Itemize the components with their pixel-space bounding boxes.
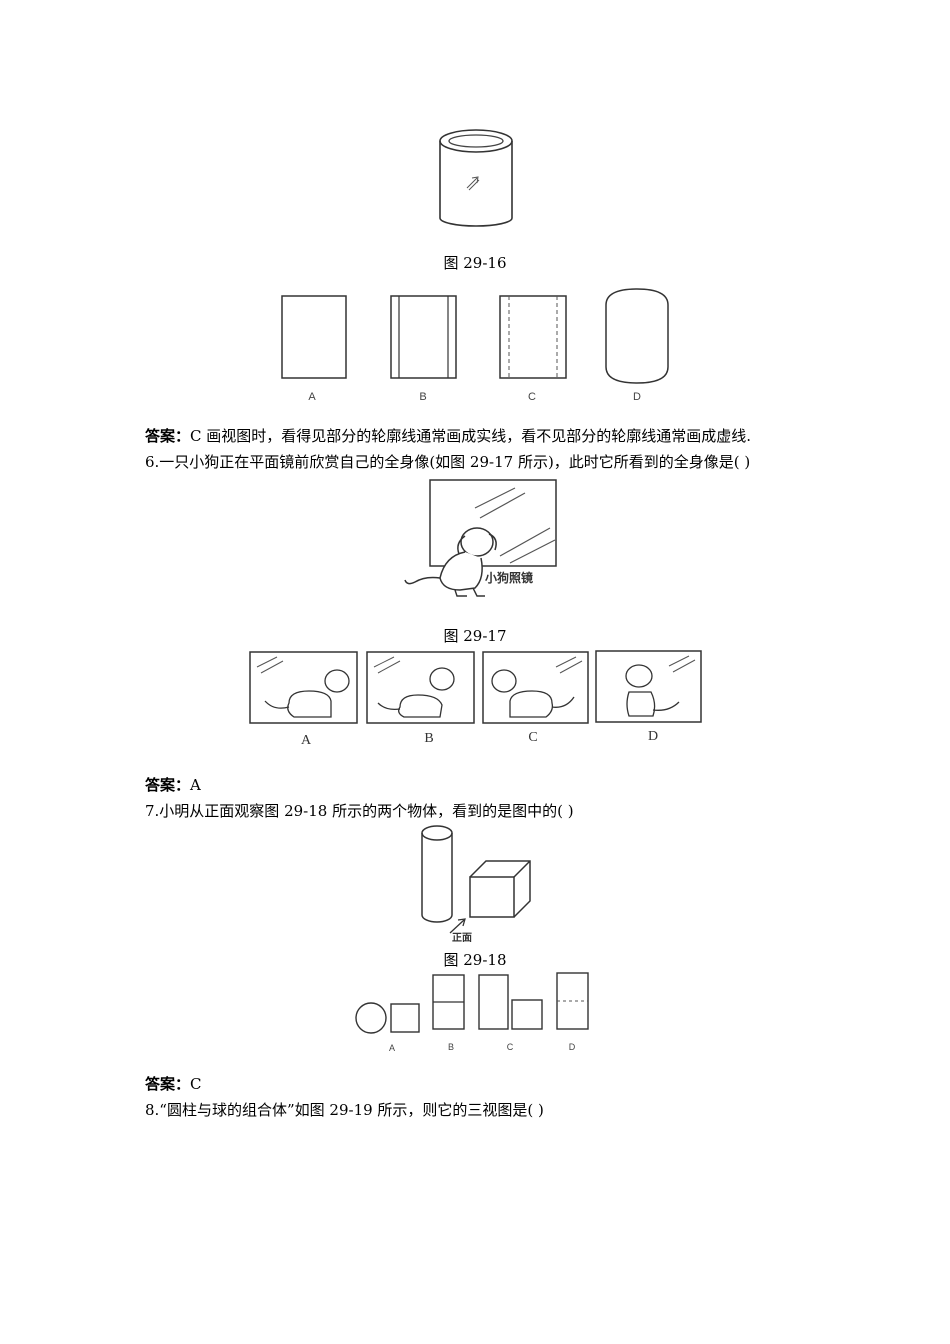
front-direction-label: 正面 [452, 933, 472, 944]
fig18-option-b-label: B [447, 1042, 454, 1052]
fig18-option-a-label: A [388, 1043, 395, 1053]
q5-answer: 答案：C 画视图时，看得见部分的轮廓线通常画成实线，看不见部分的轮廓线通常画成虚… [145, 425, 751, 446]
option-b-view [432, 974, 465, 1030]
fig18-option-c-label: C [506, 1042, 514, 1052]
option-d-dog-image [595, 650, 702, 723]
answer-label: 答案： [145, 776, 191, 794]
dog-mirror-inset-label: 小狗照镜 [485, 571, 534, 585]
answer-text: C [190, 1075, 202, 1093]
option-b-front-view [390, 295, 457, 379]
option-b-dog-image [366, 651, 475, 724]
fig16-option-c-label: C [528, 391, 536, 403]
option-a-dog-image [249, 651, 358, 724]
option-d-view [556, 972, 589, 1030]
fig16-option-a-label: A [308, 391, 316, 403]
option-c-view [478, 974, 543, 1030]
q7-answer: 答案：C [145, 1073, 202, 1094]
fig17-option-c-label: C [528, 730, 538, 745]
figure-29-16-caption: 图 29-16 [443, 254, 507, 272]
option-d-front-view [605, 288, 669, 384]
question-8: 8.“圆柱与球的组合体”如图 29-19 所示，则它的三视图是( ) [145, 1101, 544, 1119]
option-c-dog-image [482, 651, 589, 724]
cylinder-cube-figure [421, 825, 531, 934]
figure-29-17-caption: 图 29-17 [443, 627, 507, 645]
answer-label: 答案： [145, 427, 191, 445]
q6-answer: 答案：A [145, 774, 201, 795]
fig17-option-b-label: B [424, 731, 434, 746]
question-7: 7.小明从正面观察图 29-18 所示的两个物体，看到的是图中的( ) [145, 802, 574, 820]
dog-mirror-figure [404, 479, 557, 597]
answer-text: C 画视图时，看得见部分的轮廓线通常画成实线，看不见部分的轮廓线通常画成虚线. [190, 427, 752, 445]
cylinder-figure [439, 129, 513, 227]
fig17-option-a-label: A [300, 733, 312, 748]
fig17-option-d-label: D [647, 729, 659, 744]
question-6: 6.一只小狗正在平面镜前欣赏自己的全身像(如图 29-17 所示)，此时它所看到… [145, 453, 751, 471]
option-a-view [355, 1002, 420, 1034]
fig16-option-d-label: D [633, 391, 641, 403]
answer-label: 答案： [145, 1075, 191, 1093]
fig16-option-b-label: B [419, 391, 427, 403]
option-a-front-view [281, 295, 347, 379]
fig18-option-d-label: D [568, 1042, 576, 1052]
option-c-front-view [499, 295, 567, 379]
answer-text: A [190, 776, 201, 794]
figure-29-18-caption: 图 29-18 [443, 951, 507, 969]
